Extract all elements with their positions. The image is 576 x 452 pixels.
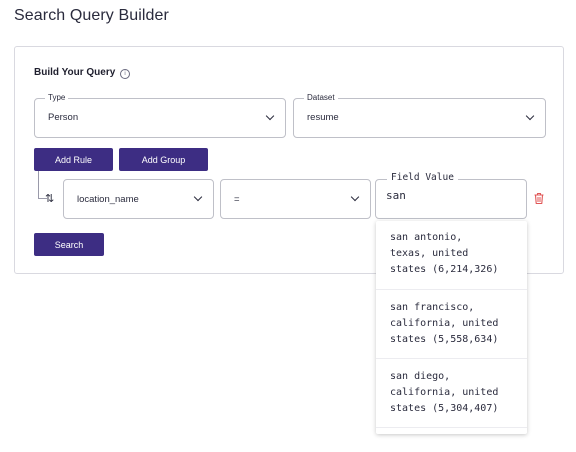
suggestion-divider (376, 358, 527, 359)
query-builder-panel (14, 46, 564, 274)
trash-icon[interactable] (533, 192, 545, 205)
build-query-title: Build Your Query (34, 67, 116, 78)
rule-field-value: location_name (77, 194, 139, 205)
rule-operator-select[interactable]: = (220, 179, 371, 219)
suggestion-item[interactable]: san antonio, texas, united states (6,214… (390, 232, 499, 275)
field-value-input[interactable] (386, 189, 506, 202)
chevron-down-icon (350, 192, 360, 202)
chevron-down-icon (525, 111, 535, 121)
add-rule-button[interactable]: Add Rule (34, 148, 113, 171)
field-value-input-wrapper[interactable]: Field Value (375, 172, 527, 219)
rule-connector-line (38, 171, 47, 199)
type-value: Person (48, 112, 79, 123)
type-label: Type (45, 92, 69, 104)
dataset-label: Dataset (304, 92, 338, 104)
dataset-select[interactable]: Dataset resume (293, 92, 546, 138)
chevron-down-icon (193, 192, 203, 202)
suggestion-item[interactable]: san diego, california, united states (5,… (390, 371, 499, 414)
page-title: Search Query Builder (14, 7, 169, 24)
add-group-button[interactable]: Add Group (119, 148, 208, 171)
rule-field-select[interactable]: location_name (63, 179, 214, 219)
chevron-down-icon (265, 111, 275, 121)
rule-operator-value: = (234, 194, 240, 205)
search-button[interactable]: Search (34, 233, 104, 256)
info-icon[interactable]: i (120, 69, 130, 79)
swap-vertical-icon[interactable]: ⇅ (45, 193, 55, 205)
suggestion-item[interactable]: san francisco, california, united states… (390, 302, 499, 345)
suggestion-divider (376, 427, 527, 428)
field-value-label: Field Value (387, 172, 458, 183)
dataset-value: resume (307, 112, 339, 123)
suggestion-divider (376, 289, 527, 290)
autocomplete-dropdown: san antonio, texas, united states (6,214… (376, 221, 527, 434)
type-select[interactable]: Type Person (34, 92, 286, 138)
